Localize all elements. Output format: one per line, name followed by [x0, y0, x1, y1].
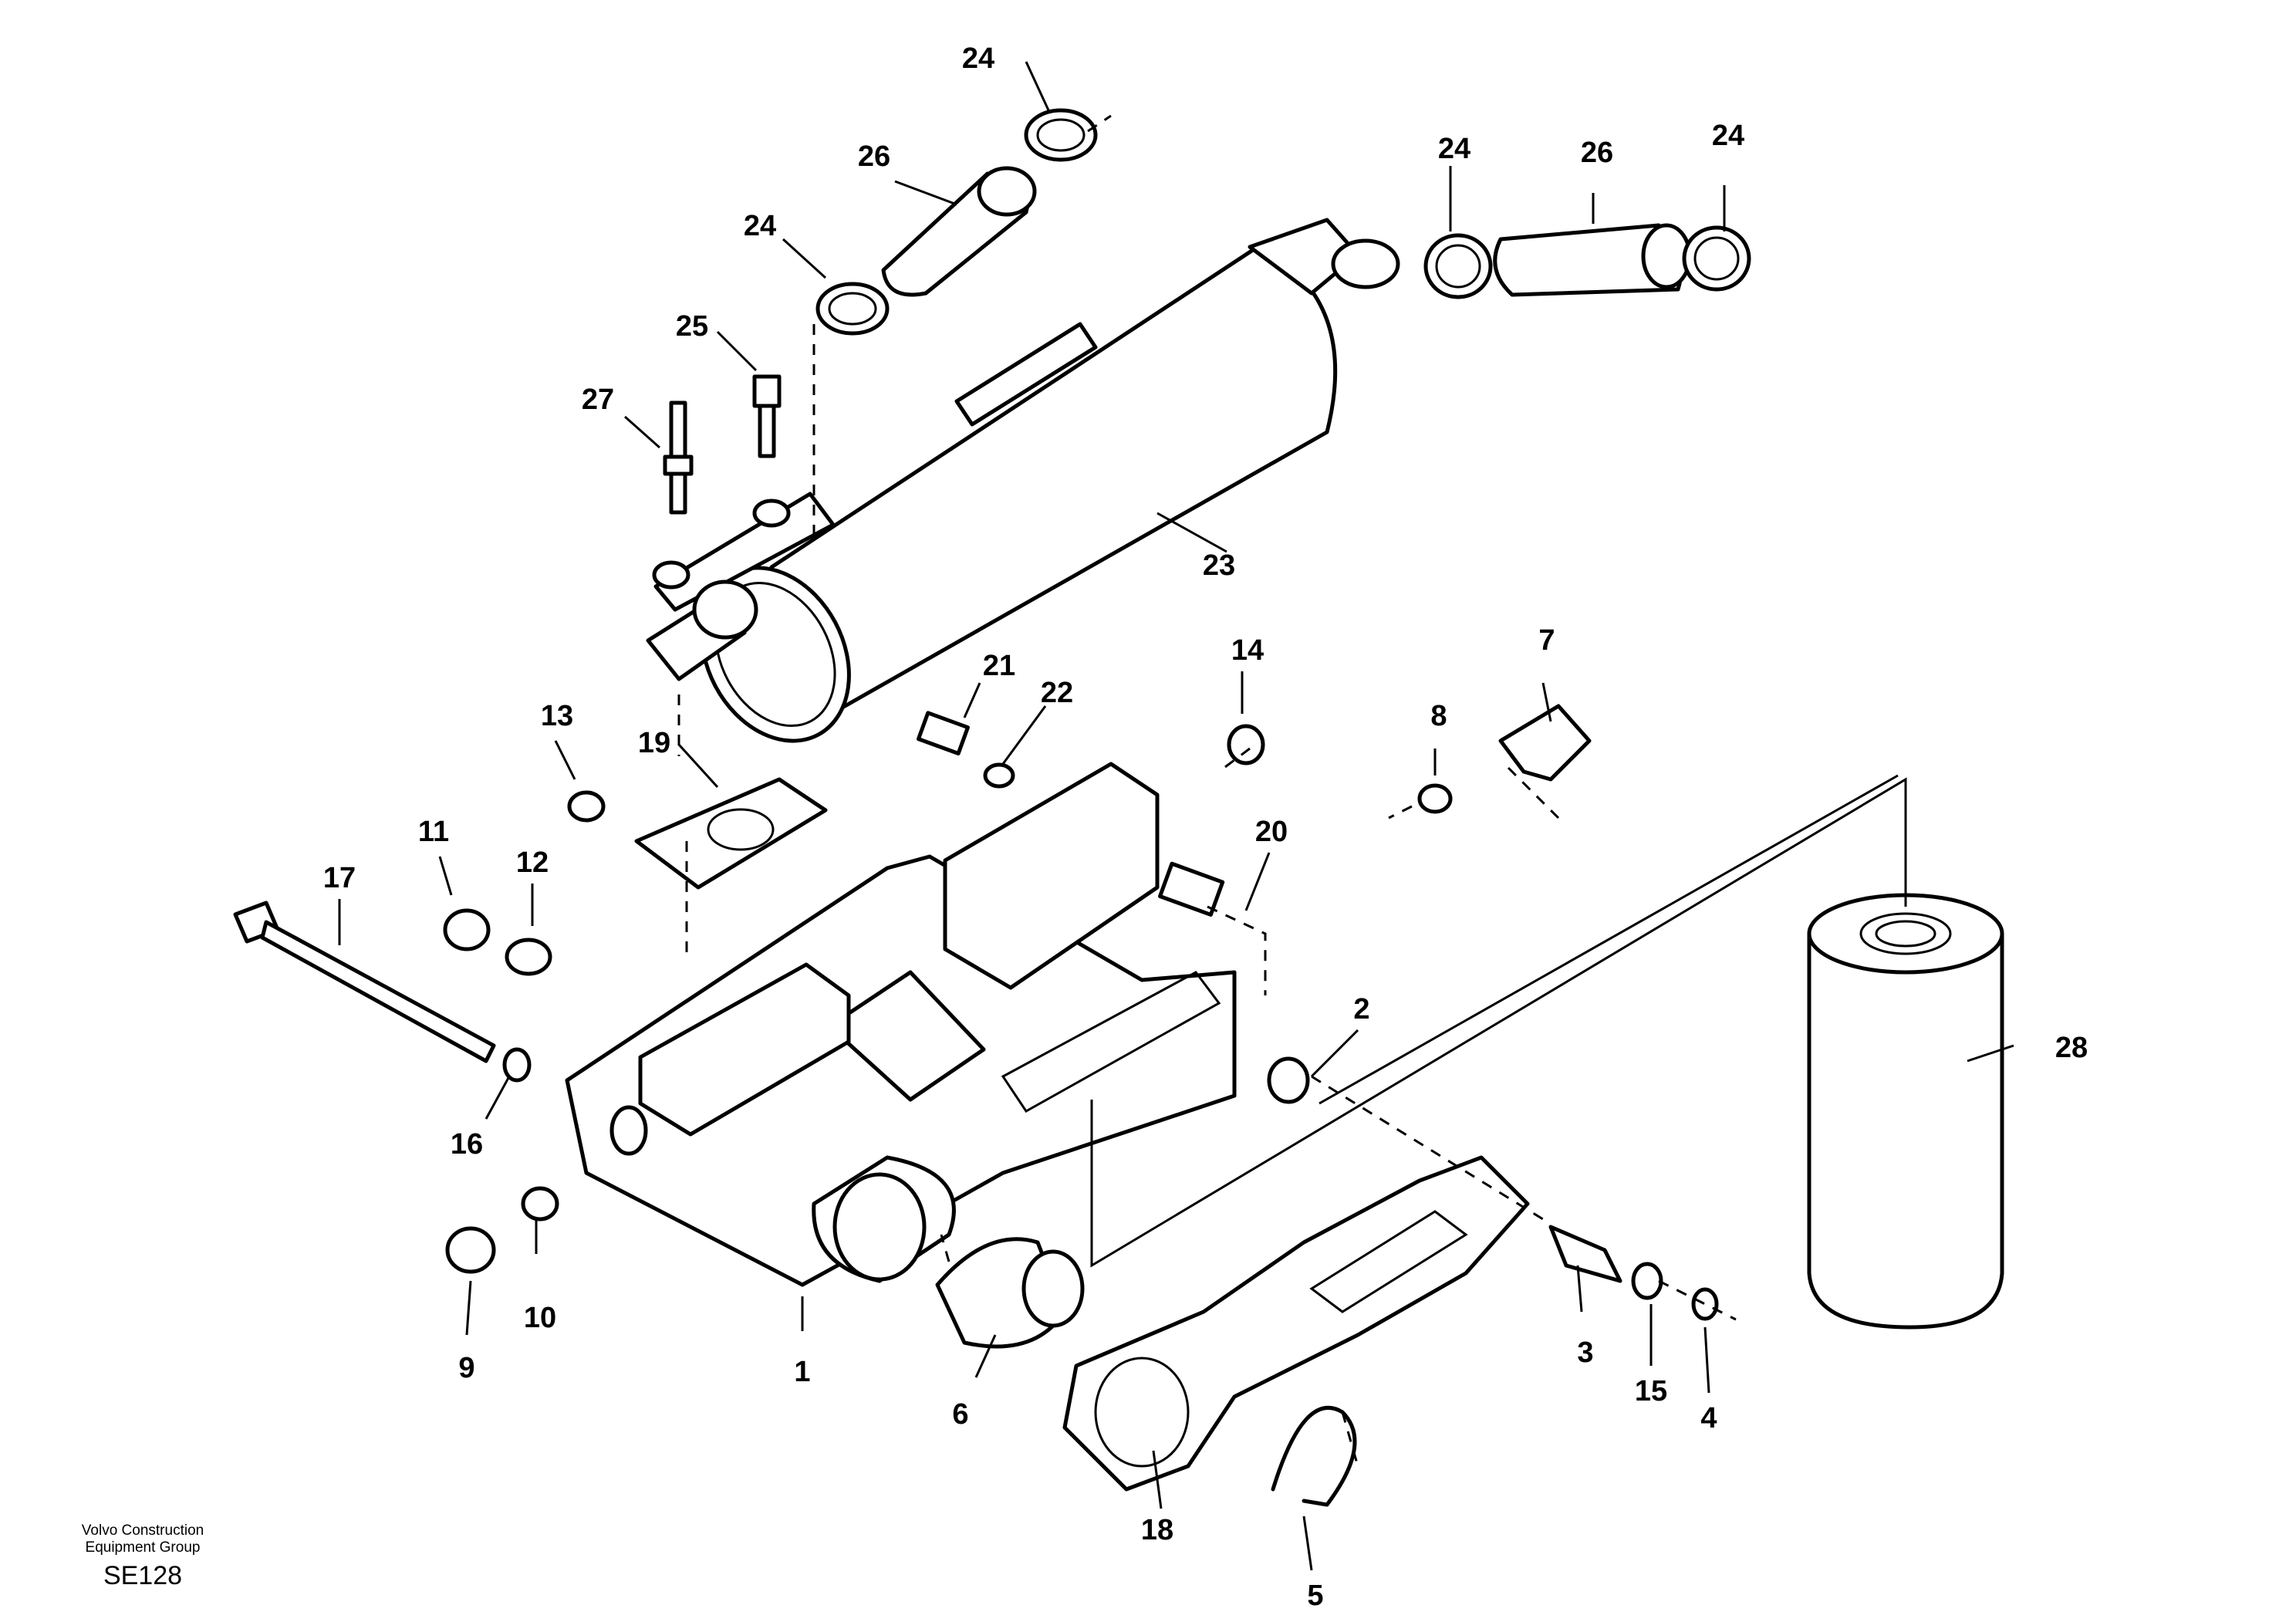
- bolt-17: [233, 901, 496, 1063]
- gasket-18: [1062, 1155, 1530, 1492]
- callout-7: 7: [1538, 624, 1555, 657]
- callout-12: 12: [516, 846, 549, 879]
- callout-numbers: 1 2 3 4 5 6 7 8 9 10 11 12 13 14 15 16 1…: [323, 42, 2088, 1612]
- callout-26-left: 26: [858, 140, 890, 173]
- publisher-name-line1: Volvo Construction: [81, 1522, 204, 1539]
- stud-27: [663, 400, 694, 515]
- callout-19: 19: [638, 727, 670, 759]
- callout-4: 4: [1700, 1402, 1717, 1434]
- publisher-credit: Volvo Construction Equipment Group SE128: [54, 1522, 231, 1592]
- callout-13: 13: [541, 700, 573, 732]
- callout-15: 15: [1635, 1375, 1667, 1407]
- callout-21: 21: [983, 650, 1015, 682]
- callout-18: 18: [1141, 1514, 1173, 1546]
- callout-26-right: 26: [1581, 137, 1613, 169]
- gasket-19: [634, 777, 828, 890]
- hose-26-right: [1493, 223, 1692, 297]
- hose-clamps-24: [815, 108, 1751, 336]
- small-parts: [443, 704, 1592, 1274]
- callout-28: 28: [2055, 1032, 2088, 1064]
- callout-24-mid: 24: [1438, 133, 1470, 165]
- callout-25: 25: [676, 310, 708, 343]
- callout-10: 10: [524, 1302, 556, 1334]
- publisher-name-line2: Equipment Group: [85, 1539, 201, 1556]
- callout-1: 1: [794, 1356, 810, 1388]
- callout-5: 5: [1307, 1580, 1323, 1612]
- callout-23: 23: [1203, 549, 1235, 582]
- callout-27: 27: [582, 384, 614, 416]
- bolt-25: [752, 374, 782, 458]
- callout-9: 9: [458, 1352, 474, 1384]
- figure-code: SE128: [103, 1561, 183, 1590]
- callout-2: 2: [1353, 993, 1369, 1026]
- oil-filter-28: [1807, 893, 2004, 1330]
- callout-16: 16: [451, 1128, 483, 1161]
- callout-22: 22: [1041, 677, 1073, 709]
- callout-24-top: 24: [962, 42, 994, 75]
- washer-15: [1631, 1262, 1663, 1300]
- callout-20: 20: [1255, 816, 1288, 848]
- circlip-5: [1271, 1405, 1357, 1507]
- callout-17: 17: [323, 862, 356, 894]
- callout-11: 11: [418, 816, 449, 848]
- callout-3: 3: [1577, 1336, 1593, 1369]
- spring-3: [1548, 1225, 1622, 1283]
- thermostat-6: [935, 1237, 1085, 1349]
- callout-24-right: 24: [1712, 120, 1744, 152]
- hose-26-left: [881, 166, 1037, 297]
- circlip-4: [1691, 1287, 1719, 1321]
- oil-cooler-23: [646, 218, 1400, 743]
- housing-1: [565, 762, 1237, 1287]
- leader-arrows: [338, 61, 2014, 1571]
- callout-14: 14: [1231, 634, 1264, 667]
- callout-6: 6: [952, 1398, 968, 1431]
- callout-8: 8: [1430, 700, 1447, 732]
- callout-24-left: 24: [744, 210, 776, 242]
- assembly-lines: [677, 114, 1907, 1467]
